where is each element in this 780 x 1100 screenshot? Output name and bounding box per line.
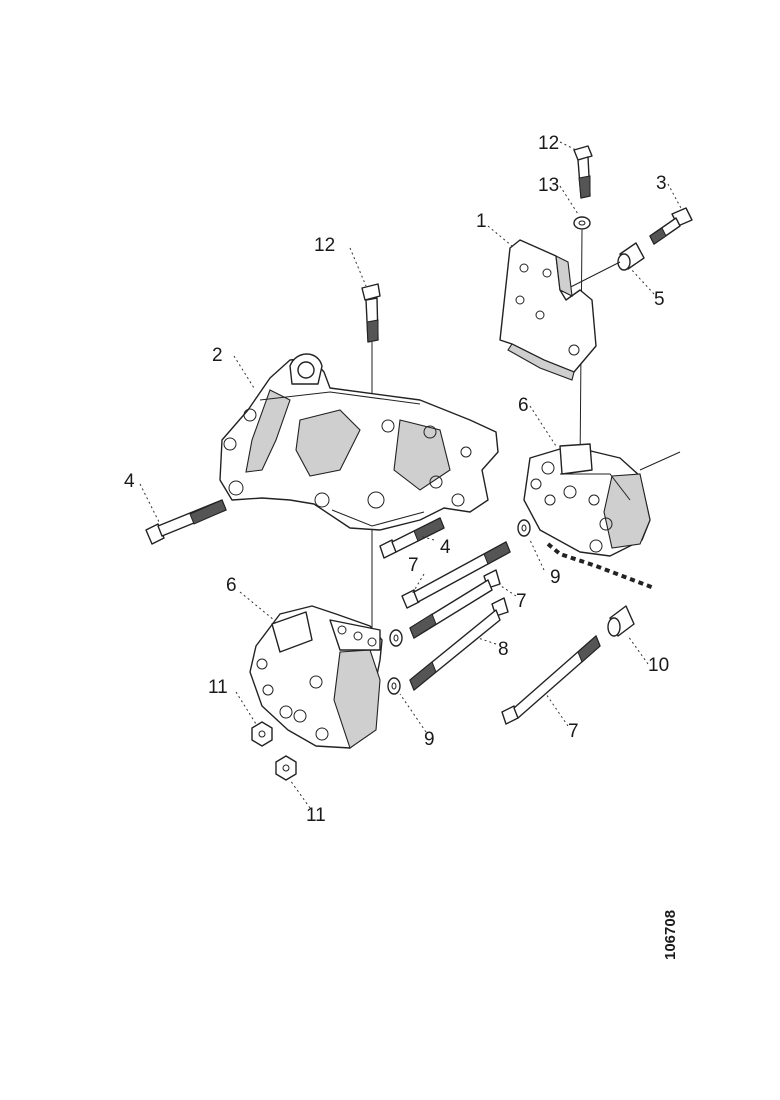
bolt-4-center: [379, 517, 445, 559]
bolt-7-lower: [501, 635, 601, 725]
callout-4-center: 4: [440, 537, 451, 558]
callout-11-lower: 11: [306, 805, 326, 826]
callout-13: 13: [538, 175, 560, 196]
callout-9-lower: 9: [424, 729, 435, 750]
mount-6-upper: [523, 443, 681, 557]
nut-11-upper: [251, 721, 273, 747]
mount-6-lower: [249, 605, 383, 749]
washer-13: [573, 216, 591, 230]
callout-12-middle: 12: [314, 235, 336, 256]
callout-12-top: 12: [538, 133, 560, 154]
leader-lines: [139, 141, 683, 809]
callout-6-upper: 6: [518, 395, 529, 416]
callout-7-middle: 7: [516, 591, 527, 612]
washer-9-upper: [517, 519, 531, 537]
bracket-2: [219, 353, 499, 531]
bolt-4-left: [145, 499, 227, 545]
nut-11-lower: [275, 755, 297, 781]
spacer-5: [617, 242, 645, 271]
callout-1: 1: [476, 211, 487, 232]
callout-10: 10: [648, 655, 670, 676]
bolt-8: [409, 597, 509, 691]
bolt-12-upper: [573, 145, 593, 199]
bolt-7-upper: [401, 541, 511, 609]
spacer-10: [607, 605, 635, 637]
callout-6-lower: 6: [226, 575, 237, 596]
reference-number: 106708: [662, 909, 679, 960]
callout-7-lower: 7: [568, 721, 579, 742]
callout-9-upper: 9: [550, 567, 561, 588]
callout-8: 8: [498, 639, 509, 660]
callout-7-upper: 7: [408, 555, 419, 576]
callout-3: 3: [656, 173, 667, 194]
washer-9-left: [387, 629, 403, 695]
bolt-3: [649, 207, 693, 245]
callout-11-upper: 11: [208, 677, 228, 698]
callout-2: 2: [212, 345, 223, 366]
bracket-1: [499, 239, 597, 381]
dashed-connector: [546, 542, 655, 590]
bolt-7-middle: [409, 569, 501, 639]
callout-4-left: 4: [124, 471, 135, 492]
callout-5: 5: [654, 289, 665, 310]
bolt-12-middle: [361, 283, 381, 343]
